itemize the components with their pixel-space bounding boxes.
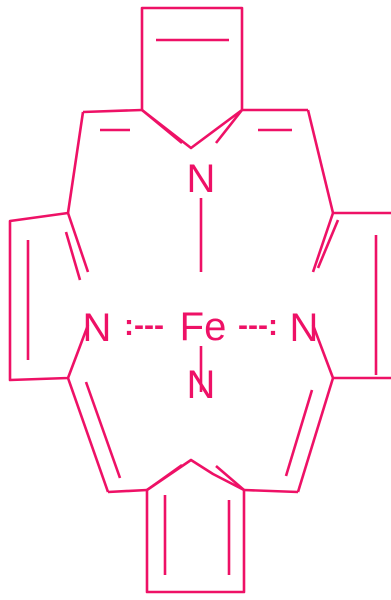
pyrrole-ring-top	[140, 6, 244, 150]
nitrogen-left-label: N	[83, 306, 112, 350]
coordination-link-left: :---	[124, 309, 164, 342]
nitrogen-top-label: N	[187, 157, 216, 201]
methine-bridges-top	[66, 108, 335, 214]
pyrrole-ring-right	[311, 211, 391, 380]
methine-bridges-bottom	[66, 377, 335, 494]
nitrogen-ring-bonds	[141, 108, 245, 492]
coordination-link-right: ---:	[238, 309, 278, 342]
nitrogen-right-label: N	[290, 306, 319, 350]
pyrrole-ring-left	[8, 211, 90, 382]
iron-center-label: Fe	[180, 305, 227, 349]
nitrogen-bottom-label: N	[187, 363, 216, 407]
